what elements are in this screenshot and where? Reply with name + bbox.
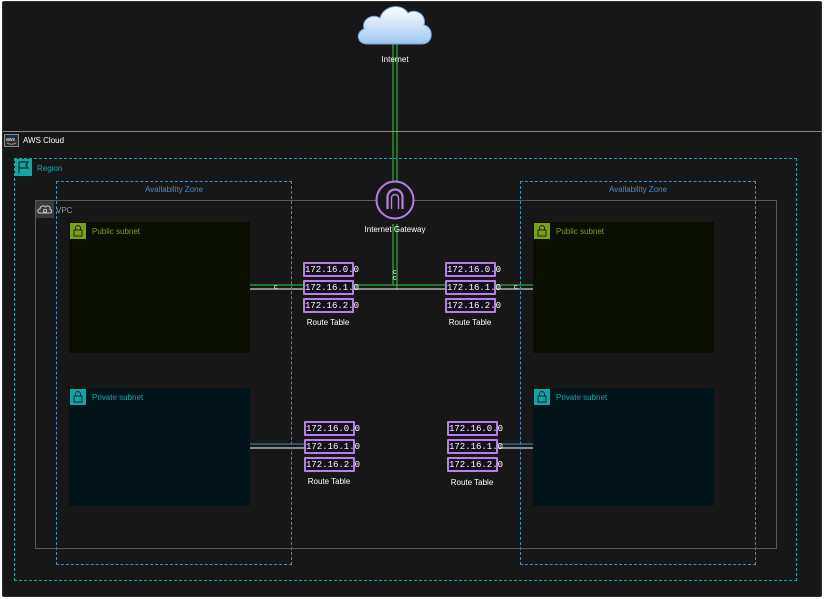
route-table-row: 172.16.1.0 [447, 439, 503, 454]
route-table-row: 172.16.1.0 [304, 439, 360, 454]
route-table-label: Route Table [307, 477, 351, 486]
cloud-icon [357, 6, 432, 45]
availability-zone-left [56, 181, 292, 565]
public-subnet-right [533, 222, 714, 353]
private-subnet-right-label: Private subnet [556, 393, 608, 402]
route-table-label: Route Table [448, 318, 492, 327]
route-table-row: 172.16.0.0 [304, 421, 360, 436]
route-table-row: 172.16.2.0 [447, 457, 503, 472]
private-subnet-left [69, 388, 250, 506]
lock-icon [70, 389, 86, 405]
svg-text:aws: aws [6, 137, 15, 143]
aws-cloud-label: AWS Cloud [23, 136, 65, 145]
region-group [14, 158, 797, 581]
route-table-row: 172.16.0.0 [445, 262, 501, 277]
route-table-row: 172.16.2.0 [304, 457, 360, 472]
connector-marker: c [393, 275, 397, 282]
internet-gateway-label: Internet Gateway [364, 225, 426, 234]
aws-cloud-group [3, 131, 822, 597]
internet-gateway-icon [375, 180, 415, 220]
route-table-row: 172.16.0.0 [447, 421, 503, 436]
vpc-label: VPC [56, 206, 73, 215]
availability-zone-left-label: Availability Zone [144, 185, 204, 194]
public-subnet-left [69, 222, 250, 353]
lock-icon [534, 389, 550, 405]
route-table-row: 172.16.2.0 [445, 298, 501, 313]
internet-label: Internet [381, 55, 409, 64]
region-label: Region [37, 164, 63, 173]
public-subnet-right-label: Public subnet [556, 227, 605, 236]
private-subnet-right [533, 388, 714, 506]
connector-marker: c [514, 284, 518, 291]
aws-logo-icon: aws [4, 134, 19, 147]
connector-marker: c [274, 284, 278, 291]
route-table-label: Route Table [306, 318, 350, 327]
route-table-row: 172.16.1.0 [303, 280, 359, 295]
flag-icon [15, 159, 32, 176]
private-subnet-left-label: Private subnet [92, 393, 144, 402]
public-subnet-left-label: Public subnet [92, 227, 141, 236]
route-table-row: 172.16.0.0 [303, 262, 359, 277]
route-table-row: 172.16.2.0 [303, 298, 359, 313]
lock-icon [70, 223, 86, 239]
connector-marker: c [393, 269, 397, 276]
vpc-cloud-icon [36, 201, 54, 218]
route-table-label: Route Table [450, 478, 494, 487]
availability-zone-right-label: Availability Zone [608, 185, 668, 194]
route-table-row: 172.16.1.0 [445, 280, 501, 295]
availability-zone-right [520, 181, 756, 565]
lock-icon [534, 223, 550, 239]
